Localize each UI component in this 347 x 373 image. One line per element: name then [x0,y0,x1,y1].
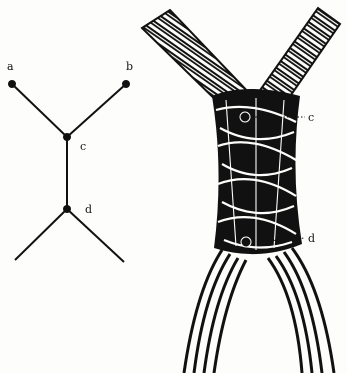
node-c [63,133,71,141]
braid-node-c [240,112,250,122]
braid-label-d: d [308,232,315,245]
edge-a-c [12,84,67,137]
schematic-diagram: a b c d [7,60,133,262]
node-a [8,80,16,88]
braid-illustration: c d [142,8,340,373]
label-b: b [126,60,133,73]
edge-d-right [67,209,124,262]
braid-trunk [212,89,302,254]
label-a: a [7,60,14,73]
braid-leg-lower-left [184,250,246,373]
node-b [122,80,130,88]
edge-b-c [67,84,126,137]
node-d [63,205,71,213]
label-c: c [80,140,86,153]
edge-d-left [15,209,67,260]
braid-leg-lower-right [268,248,334,373]
label-d: d [85,203,92,216]
braid-label-c: c [308,111,314,124]
braid-node-d [241,237,251,247]
